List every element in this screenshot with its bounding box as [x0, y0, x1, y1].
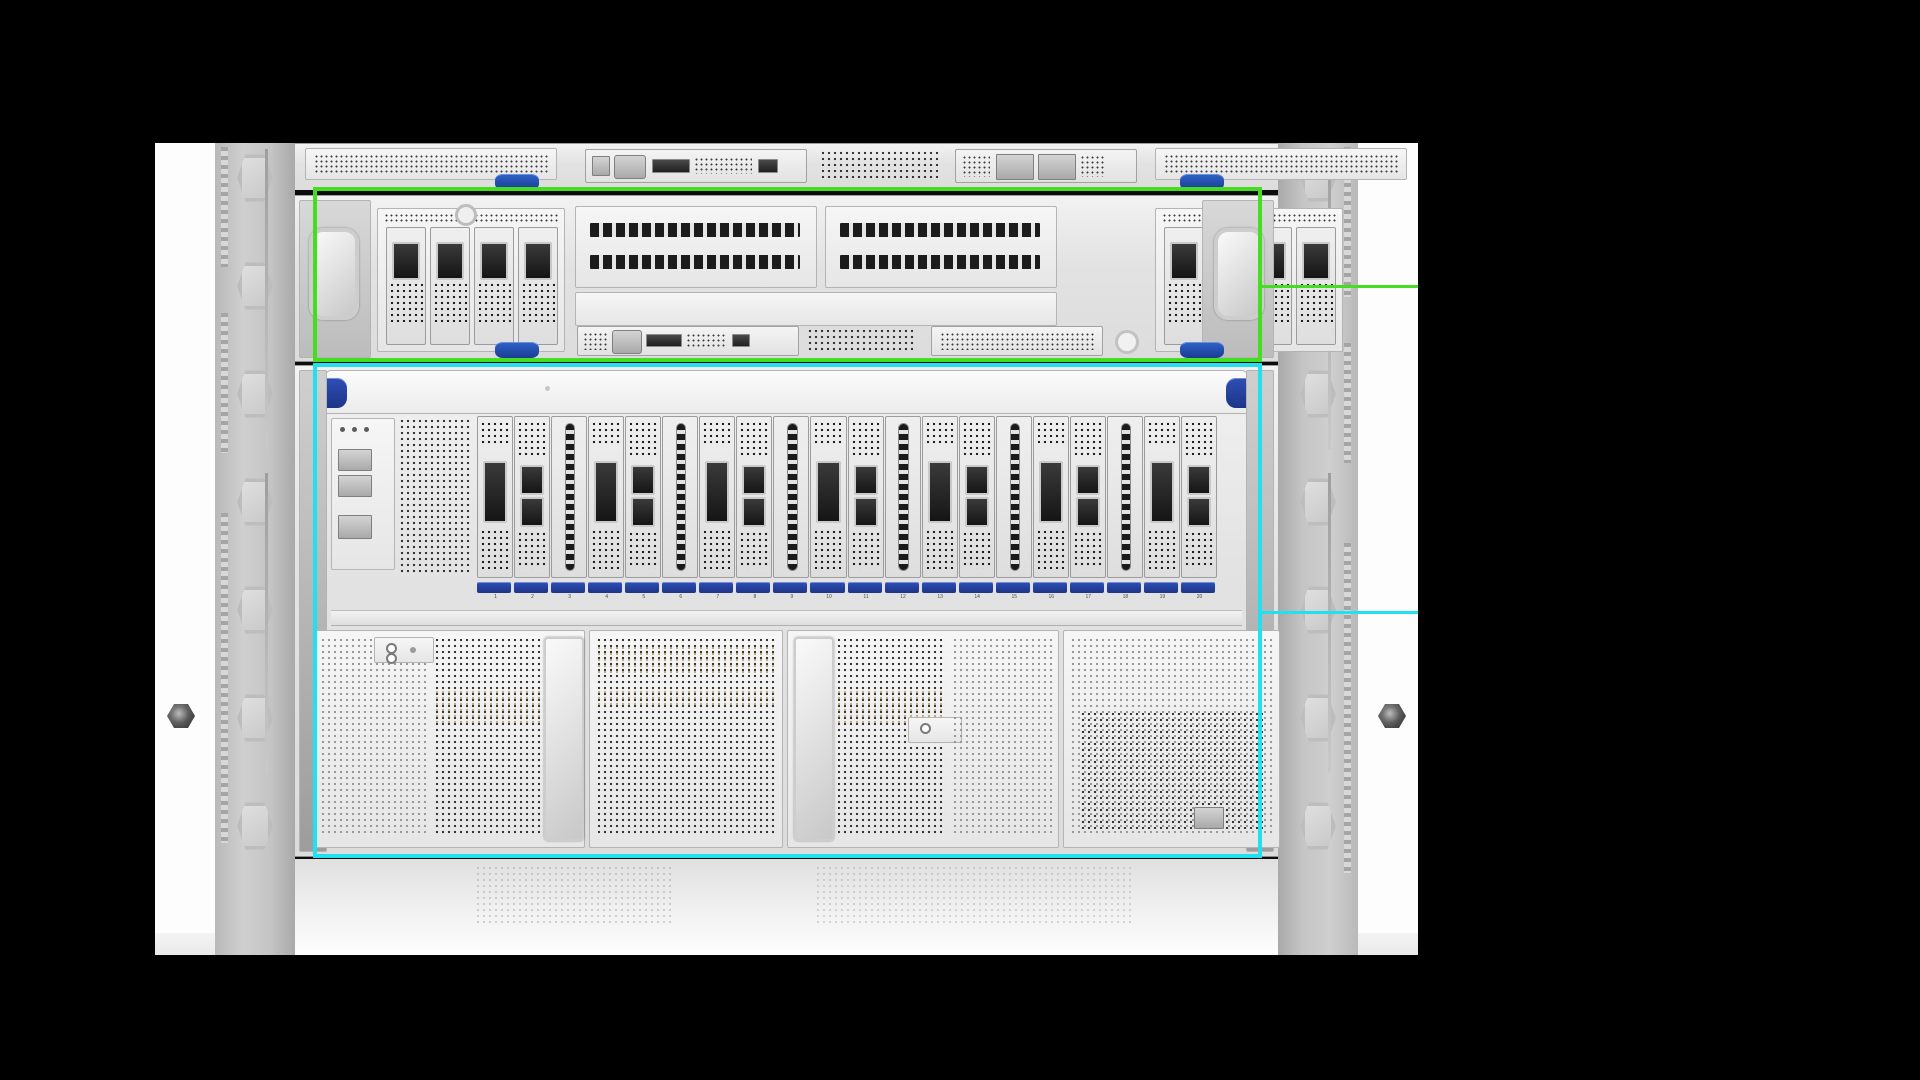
pcie-slot-13[interactable] — [921, 416, 958, 578]
pcie-slot-strip — [477, 416, 1218, 578]
release-tab-slot-4[interactable] — [588, 582, 623, 593]
release-tab-top-left[interactable] — [495, 174, 539, 190]
letterbox-left — [0, 143, 155, 955]
release-tab-slot-13[interactable] — [921, 582, 956, 593]
release-tab-top-right[interactable] — [1180, 174, 1224, 190]
slot-number-label-3: 3 — [568, 594, 572, 600]
psu-bay-right[interactable] — [787, 630, 1059, 848]
pcie-slot-1[interactable] — [477, 416, 514, 578]
release-tab-slot-9[interactable] — [773, 582, 808, 593]
module-handle-right[interactable] — [1214, 228, 1264, 320]
rack-knob-right[interactable] — [1378, 704, 1406, 728]
release-tab-slot-15[interactable] — [995, 582, 1030, 593]
psu-handle-left[interactable] — [544, 637, 584, 841]
status-indicator-panel — [331, 418, 395, 570]
slot-number-label-7: 7 — [716, 594, 720, 600]
slot-number-label-2: 2 — [531, 594, 534, 600]
pcie-slot-15[interactable] — [995, 416, 1032, 578]
pcie-slot-18[interactable] — [1106, 416, 1143, 578]
slot-number-label-14: 14 — [974, 594, 980, 600]
letterbox-top — [0, 0, 1920, 143]
pcie-slot-4[interactable] — [588, 416, 625, 578]
pcie-slot-8[interactable] — [736, 416, 773, 578]
release-tab-slot-8[interactable] — [736, 582, 771, 593]
top-server-sled — [295, 143, 1407, 192]
release-tab-slot-5[interactable] — [625, 582, 660, 593]
slot-number-label-15: 15 — [1011, 594, 1017, 600]
release-tab-slot-14[interactable] — [958, 582, 993, 593]
pcie-slot-3[interactable] — [551, 416, 588, 578]
pcie-slot-12[interactable] — [884, 416, 921, 578]
slot-number-label-9: 9 — [790, 594, 794, 600]
pcie-slot-16[interactable] — [1032, 416, 1069, 578]
letterbox-right — [1418, 143, 1920, 955]
pcie-slot-10[interactable] — [810, 416, 847, 578]
psu-bay-left[interactable] — [313, 630, 585, 848]
release-tab-slot-7[interactable] — [699, 582, 734, 593]
slot-number-label-5: 5 — [642, 594, 646, 600]
rack-floor-reflection — [295, 859, 1278, 955]
io-module-upper-left — [577, 326, 799, 356]
slot-number-label-18: 18 — [1122, 594, 1129, 600]
psu-handle-right[interactable] — [794, 637, 834, 841]
psu-bay-far-right[interactable] — [1063, 630, 1280, 848]
slot-number-label-12: 12 — [900, 594, 906, 600]
slot-number-label-10: 10 — [826, 594, 832, 600]
psu-bay-center[interactable] — [589, 630, 783, 848]
release-tab-slot-2[interactable] — [514, 582, 549, 593]
release-tab-upper-left[interactable] — [495, 342, 539, 358]
slot-number-label-8: 8 — [753, 594, 757, 600]
letterbox-bottom — [0, 955, 1920, 1080]
slot-number-label-4: 4 — [605, 594, 609, 600]
rack-knob-left[interactable] — [167, 704, 195, 728]
pcie-slot-14[interactable] — [958, 416, 995, 578]
release-tab-slot-19[interactable] — [1143, 582, 1178, 593]
release-tab-slot-3[interactable] — [551, 582, 586, 593]
release-tab-slot-20[interactable] — [1180, 582, 1216, 593]
pcie-slot-20[interactable] — [1180, 416, 1218, 578]
pcie-slot-7[interactable] — [699, 416, 736, 578]
release-tab-slot-6[interactable] — [662, 582, 697, 593]
slot-number-label-1: 1 — [494, 594, 497, 600]
lower-server-module-bounding-box[interactable] — [313, 363, 1262, 858]
pcie-bracket-group-left — [377, 208, 565, 352]
release-tab-slot-16[interactable] — [1032, 582, 1067, 593]
release-tab-upper-right[interactable] — [1180, 342, 1224, 358]
slot-number-label-19: 19 — [1159, 594, 1166, 600]
release-tab-slot-12[interactable] — [884, 582, 919, 593]
pcie-slot-5[interactable] — [625, 416, 662, 578]
pcie-slot-6[interactable] — [662, 416, 699, 578]
pcie-slot-19[interactable] — [1143, 416, 1180, 578]
io-module-top — [585, 149, 807, 183]
slot-number-label-13: 13 — [937, 594, 943, 600]
slot-number-label-16: 16 — [1048, 594, 1055, 600]
release-tab-slot-11[interactable] — [847, 582, 882, 593]
pcie-slot-9[interactable] — [773, 416, 810, 578]
slot-number-label-6: 6 — [679, 594, 683, 600]
upper-server-module — [295, 195, 1343, 362]
slot-number-label-11: 11 — [863, 594, 869, 600]
slot-number-label-17: 17 — [1085, 594, 1092, 600]
pcie-slot-11[interactable] — [847, 416, 884, 578]
slot-number-label-20: 20 — [1196, 594, 1203, 600]
release-tab-slot-18[interactable] — [1106, 582, 1141, 593]
release-tab-slot-17[interactable] — [1069, 582, 1104, 593]
release-tab-slot-1[interactable] — [477, 582, 512, 593]
pcie-slot-2[interactable] — [514, 416, 551, 578]
upper-server-module-bounding-box[interactable] — [313, 187, 1262, 362]
rack-rail-left — [215, 143, 295, 955]
pcie-slot-17[interactable] — [1069, 416, 1106, 578]
release-tab-slot-10[interactable] — [810, 582, 845, 593]
